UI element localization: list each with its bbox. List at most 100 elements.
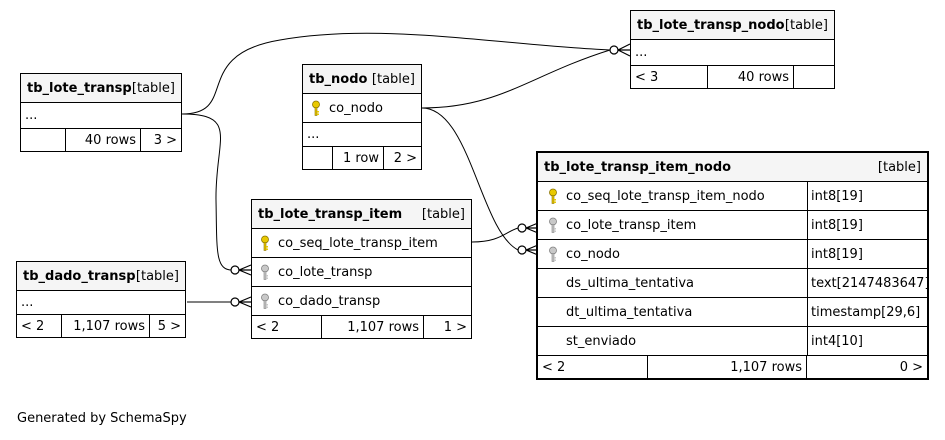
column-name: co_nodo bbox=[329, 100, 383, 116]
table-type: [table] bbox=[371, 71, 415, 87]
column-type: int8[19] bbox=[807, 182, 927, 210]
foreign-key-icon bbox=[549, 217, 557, 233]
ellipsis-row: ... bbox=[303, 123, 421, 147]
edge-lote-transp-to-item bbox=[181, 113, 233, 271]
ellipsis: ... bbox=[635, 45, 648, 60]
table-header[interactable]: tb_lote_transp [table] bbox=[21, 74, 181, 103]
column-row[interactable]: co_lote_transp bbox=[252, 258, 471, 287]
parents-link[interactable]: < 3 bbox=[631, 66, 708, 88]
generated-by-footer: Generated by SchemaSpy bbox=[17, 411, 187, 426]
column-type: int4[10] bbox=[807, 327, 927, 355]
column-name: ds_ultima_tentativa bbox=[566, 275, 694, 291]
table-name[interactable]: tb_lote_transp_item bbox=[258, 206, 403, 222]
column-row[interactable]: st_enviado int4[10] bbox=[538, 327, 927, 356]
column-row[interactable]: co_seq_lote_transp_item bbox=[252, 229, 471, 258]
children-link[interactable]: 5 > bbox=[157, 318, 181, 334]
table-name[interactable]: tb_lote_transp bbox=[27, 80, 132, 96]
table-tb-lote-transp-item-nodo[interactable]: tb_lote_transp_item_nodo [table] co_seq_… bbox=[536, 151, 930, 380]
edge-lote-transp-to-lote-transp-nodo bbox=[181, 32, 611, 115]
foreign-key-icon bbox=[549, 246, 557, 262]
column-row[interactable]: co_nodo int8[19] bbox=[538, 240, 927, 269]
fk-end-circle bbox=[609, 45, 619, 55]
parents-link[interactable]: < 2 bbox=[252, 316, 322, 338]
edge-item-to-item-nodo bbox=[471, 227, 519, 243]
ellipsis: ... bbox=[307, 127, 320, 142]
table-tb-lote-transp-item[interactable]: tb_lote_transp_item [table] co_seq_lote_… bbox=[251, 199, 472, 339]
table-header[interactable]: tb_dado_transp [table] bbox=[17, 262, 185, 291]
table-name[interactable]: tb_nodo bbox=[309, 71, 368, 87]
column-row[interactable]: dt_ultima_tentativa timestamp[29,6] bbox=[538, 298, 927, 327]
table-footer: 1 row 2 > bbox=[303, 147, 421, 169]
ellipsis: ... bbox=[25, 108, 38, 123]
foreign-key-icon bbox=[261, 264, 269, 280]
table-type: [table] bbox=[135, 268, 179, 284]
table-type: [table] bbox=[421, 206, 465, 222]
column-name: st_enviado bbox=[566, 333, 637, 349]
column-row[interactable]: co_dado_transp bbox=[252, 287, 471, 316]
parents-link[interactable]: < 2 bbox=[17, 315, 62, 337]
children-link[interactable]: 3 > bbox=[153, 132, 177, 148]
table-tb-lote-transp-nodo[interactable]: tb_lote_transp_nodo [table] ... < 3 40 r… bbox=[630, 10, 835, 89]
primary-key-icon bbox=[261, 235, 269, 251]
foreign-key-icon bbox=[261, 293, 269, 309]
column-name: co_dado_transp bbox=[278, 293, 381, 309]
parents-link[interactable] bbox=[21, 129, 66, 151]
column-name: co_lote_transp_item bbox=[566, 217, 697, 233]
table-footer: < 2 1,107 rows 1 > bbox=[252, 316, 471, 338]
row-count: 1,107 rows bbox=[62, 315, 150, 337]
table-footer: < 2 1,107 rows 5 > bbox=[17, 315, 185, 337]
parents-link[interactable] bbox=[303, 147, 333, 169]
fk-end-circle bbox=[517, 245, 527, 255]
table-tb-dado-transp[interactable]: tb_dado_transp [table] ... < 2 1,107 row… bbox=[16, 261, 186, 338]
row-count: 1,107 rows bbox=[648, 356, 807, 378]
column-row[interactable]: co_seq_lote_transp_item_nodo int8[19] bbox=[538, 182, 927, 211]
ellipsis: ... bbox=[21, 295, 34, 310]
crowfoot bbox=[617, 43, 631, 57]
table-tb-nodo[interactable]: tb_nodo [table] co_nodo ... 1 row 2 > bbox=[302, 64, 422, 170]
children-link[interactable] bbox=[794, 66, 834, 88]
table-type: [table] bbox=[784, 17, 828, 33]
fk-end-circle bbox=[517, 223, 527, 233]
table-header[interactable]: tb_lote_transp_nodo [table] bbox=[631, 11, 834, 40]
column-name: co_lote_transp bbox=[278, 264, 373, 280]
edge-nodo-to-item-nodo bbox=[421, 107, 519, 251]
column-row[interactable]: co_lote_transp_item int8[19] bbox=[538, 211, 927, 240]
table-header[interactable]: tb_lote_transp_item [table] bbox=[252, 200, 471, 229]
row-count: 1,107 rows bbox=[322, 316, 424, 338]
primary-key-icon bbox=[549, 188, 557, 204]
fk-end-circle bbox=[230, 297, 240, 307]
column-type: int8[19] bbox=[807, 211, 927, 239]
table-footer: 40 rows 3 > bbox=[21, 129, 181, 151]
ellipsis-row: ... bbox=[17, 291, 185, 315]
row-count: 1 row bbox=[333, 147, 384, 169]
fk-end-circle bbox=[230, 265, 240, 275]
edge-nodo-to-lote-transp-nodo bbox=[421, 49, 611, 109]
column-row[interactable]: co_nodo bbox=[303, 94, 421, 123]
table-type: [table] bbox=[131, 80, 175, 96]
parents-link[interactable]: < 2 bbox=[538, 356, 648, 378]
column-type: int8[19] bbox=[807, 240, 927, 268]
column-type: timestamp[29,6] bbox=[807, 298, 927, 326]
crowfoot bbox=[238, 264, 252, 276]
children-link[interactable]: 2 > bbox=[393, 150, 417, 166]
column-name: co_seq_lote_transp_item_nodo bbox=[566, 188, 765, 204]
row-count: 40 rows bbox=[708, 66, 794, 88]
ellipsis-row: ... bbox=[21, 103, 181, 129]
table-name[interactable]: tb_lote_transp_item_nodo bbox=[544, 159, 732, 175]
primary-key-icon bbox=[312, 100, 320, 116]
table-header[interactable]: tb_lote_transp_item_nodo [table] bbox=[538, 153, 927, 182]
column-name: co_seq_lote_transp_item bbox=[278, 235, 438, 251]
row-count: 40 rows bbox=[66, 129, 141, 151]
column-type: text[2147483647] bbox=[807, 269, 930, 297]
table-name[interactable]: tb_lote_transp_nodo bbox=[637, 17, 785, 33]
crowfoot bbox=[238, 296, 252, 308]
children-link[interactable]: 1 > bbox=[443, 319, 467, 335]
column-row[interactable]: ds_ultima_tentativa text[2147483647] bbox=[538, 269, 930, 298]
table-footer: < 2 1,107 rows 0 > bbox=[538, 356, 927, 378]
table-header[interactable]: tb_nodo [table] bbox=[303, 65, 421, 94]
children-link[interactable]: 0 > bbox=[899, 359, 923, 375]
column-name: co_nodo bbox=[566, 246, 620, 262]
table-tb-lote-transp[interactable]: tb_lote_transp [table] ... 40 rows 3 > bbox=[20, 73, 182, 152]
table-name[interactable]: tb_dado_transp bbox=[23, 268, 136, 284]
